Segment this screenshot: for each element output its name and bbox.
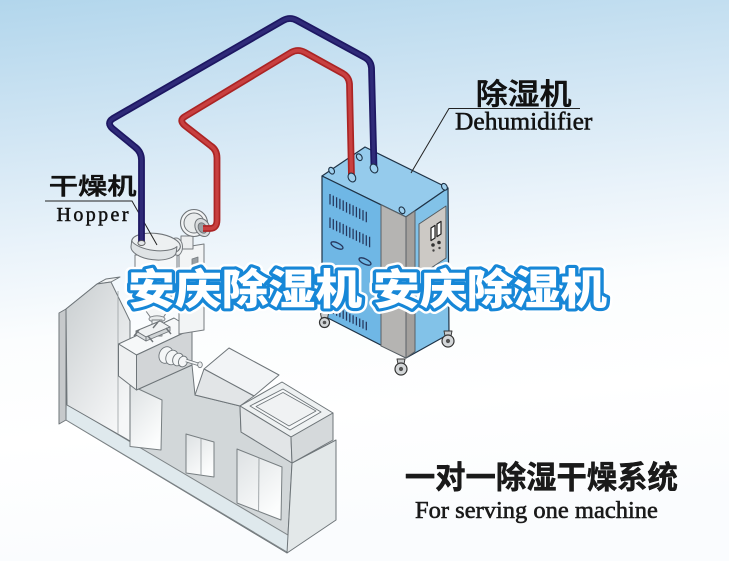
svg-text:Dehumidifier: Dehumidifier: [455, 107, 593, 136]
svg-text:For serving one machine: For serving one machine: [415, 497, 658, 524]
svg-text:Hopper: Hopper: [57, 204, 131, 226]
